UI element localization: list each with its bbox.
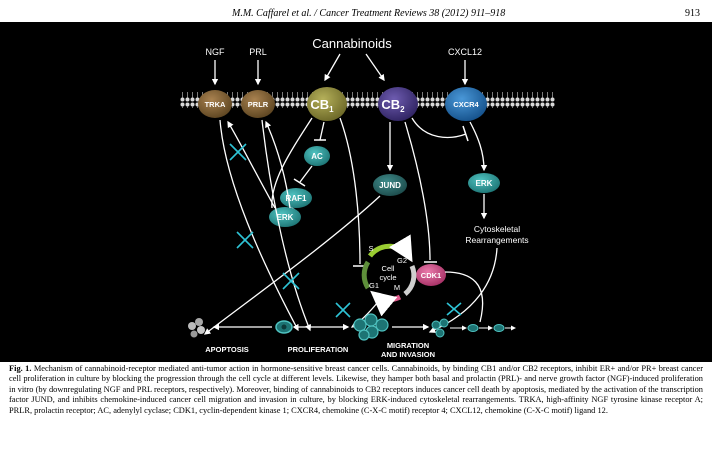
receptor-prlr-label: PRLR [248,100,269,109]
pathway-diagram: NGF PRL Cannabinoids CXCL12 TRKA PRLR CB… [180,36,555,359]
cycle-label-line2: cycle [379,273,396,282]
receptor-cb1: CB1 [307,87,347,121]
cell-cycle-diagram: S G2 M G1 Cell cycle [361,234,417,317]
node-erk-right: ERK [468,173,500,193]
figure-panel: NGF PRL Cannabinoids CXCL12 TRKA PRLR CB… [0,22,712,362]
cell-membrane [180,92,555,108]
label-cxcl12: CXCL12 [448,47,482,57]
node-raf1: RAF1 [280,188,312,208]
node-jund: JUND [373,174,407,196]
label-prl: PRL [249,47,267,57]
caption-text: Mechanism of cannabinoid-receptor mediat… [9,364,703,415]
node-cdk1-label: CDK1 [421,271,441,280]
page-header: M.M. Caffarel et al. / Cancer Treatment … [0,6,712,22]
node-raf1-label: RAF1 [286,194,307,203]
figure-caption: Fig. 1. Mechanism of cannabinoid-recepto… [9,364,703,416]
outcome-proliferation: PROLIFERATION [288,345,349,354]
label-ngf: NGF [206,47,226,57]
receptor-prlr: PRLR [241,90,275,118]
journal-reference: M.M. Caffarel et al. / Cancer Treatment … [232,8,506,19]
node-erk-left: ERK [269,207,301,227]
node-ac-label: AC [311,152,323,161]
cycle-phase-g1: G1 [369,281,379,290]
receptor-cb1-label: CB [310,97,329,112]
svg-text:G2: G2 [397,256,407,265]
outcome-migration-line2: AND INVASION [381,350,435,359]
outcome-migration-line1: MIGRATION [387,341,429,350]
migrating-cells-icon [431,318,516,338]
single-cell-icon [275,320,293,334]
label-cannabinoids: Cannabinoids [312,36,392,51]
page-number: 913 [685,8,700,19]
receptor-cxcr4-label: CXCR4 [453,100,479,109]
cytoskeletal-line2: Rearrangements [465,235,528,245]
receptor-cb2: CB2 [378,87,418,121]
outcome-apoptosis: APOPTOSIS [205,345,249,354]
cycle-label-line1: Cell [382,264,395,273]
node-jund-label: JUND [379,181,401,190]
receptor-trka: TRKA [198,90,232,118]
receptor-cb1-subscript: 1 [329,105,334,114]
node-erk-right-label: ERK [476,179,493,188]
node-ac: AC [304,146,330,166]
cycle-phase-g2: G2 [397,256,407,265]
receptor-cb2-subscript: 2 [400,105,405,114]
node-cdk1: CDK1 [416,264,446,286]
node-erk-left-label: ERK [277,213,294,222]
proliferating-cells-icon [353,313,389,341]
cycle-phase-m: M [394,283,400,292]
receptor-cb2-label: CB [381,97,400,112]
receptor-trka-label: TRKA [205,100,226,109]
receptor-cxcr4: CXCR4 [445,87,487,121]
apoptosis-cell-icon [188,318,205,338]
svg-text:CB2: CB2 [381,97,405,114]
caption-lead: Fig. 1. [9,364,32,373]
cytoskeletal-line1: Cytoskeletal [474,224,520,234]
svg-text:CB1: CB1 [310,97,334,114]
cycle-phase-s: S [368,244,373,253]
